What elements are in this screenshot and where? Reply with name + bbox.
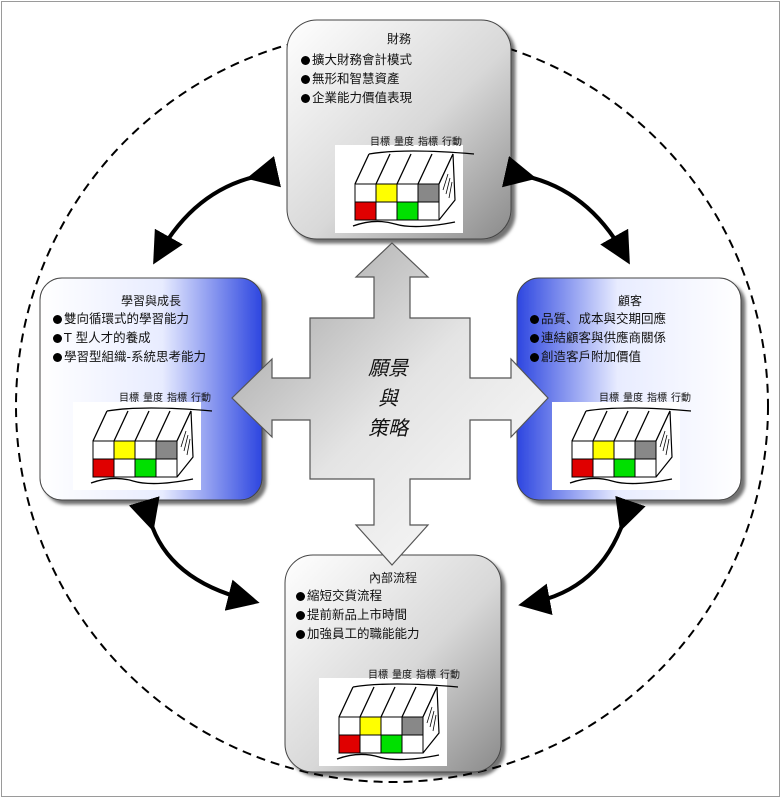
process-bullet-1: 縮短交貨流程 bbox=[296, 586, 420, 605]
finance-card-title: 財務 bbox=[386, 32, 411, 46]
grid-cell bbox=[634, 440, 657, 460]
grid-cell bbox=[338, 716, 361, 736]
bullet-dot-icon bbox=[296, 592, 305, 601]
bullet-dot-icon bbox=[296, 630, 305, 639]
grid-cell bbox=[417, 201, 440, 221]
grid-cell bbox=[375, 201, 398, 221]
customer-bullet-1: 品質、成本與交期回應 bbox=[530, 309, 666, 328]
center-and-line: 與 bbox=[378, 386, 398, 410]
finance-grid-headers: 目標量度指標行動 bbox=[370, 137, 462, 148]
grid-cell bbox=[613, 458, 636, 478]
arrow-finance-customer bbox=[502, 156, 630, 265]
bullet-dot-icon bbox=[530, 334, 539, 343]
grid-cell bbox=[155, 458, 178, 478]
process-bullet-list: 縮短交貨流程 提前新品上市時間 加強員工的職能能力 bbox=[296, 586, 420, 643]
bullet-dot-icon bbox=[530, 315, 539, 324]
bullet-dot-icon bbox=[301, 56, 310, 65]
bullet-dot-icon bbox=[296, 611, 305, 620]
grid-cell bbox=[92, 458, 115, 478]
finance-scorecard-grid bbox=[335, 145, 475, 233]
grid-cell bbox=[92, 440, 115, 460]
grid-cell bbox=[354, 201, 377, 221]
grid-cell bbox=[380, 734, 403, 754]
grid-cell bbox=[359, 716, 382, 736]
bullet-dot-icon bbox=[53, 353, 62, 362]
grid-cell bbox=[396, 183, 419, 203]
arrow-customer-process bbox=[518, 495, 646, 616]
bullet-dot-icon bbox=[301, 94, 310, 103]
grid-cell bbox=[401, 716, 424, 736]
grid-cell bbox=[613, 440, 636, 460]
customer-scorecard-grid bbox=[552, 402, 692, 490]
customer-bullet-list: 品質、成本與交期回應 連結顧客與供應商關係 創造客戶附加價值 bbox=[530, 309, 666, 366]
finance-bullet-list: 擴大財務會計模式 無形和智慧資產 企業能力價值表現 bbox=[301, 50, 412, 107]
grid-cell bbox=[354, 183, 377, 203]
grid-cell bbox=[634, 458, 657, 478]
process-bullet-3: 加強員工的職能能力 bbox=[296, 624, 420, 643]
grid-cell bbox=[113, 458, 136, 478]
arrow-learning-process bbox=[128, 496, 260, 611]
grid-cell bbox=[396, 201, 419, 221]
customer-bullet-3: 創造客戶附加價值 bbox=[530, 347, 666, 366]
grid-cell bbox=[401, 734, 424, 754]
customer-bullet-2: 連結顧客與供應商關係 bbox=[530, 328, 666, 347]
learning-bullet-2: T 型人才的養成 bbox=[53, 328, 206, 347]
grid-cell bbox=[417, 183, 440, 203]
customer-grid-headers: 目標量度指標行動 bbox=[599, 393, 691, 404]
learning-scorecard-grid bbox=[73, 402, 213, 490]
learning-bullet-3: 學習型組織-系統思考能力 bbox=[53, 347, 206, 366]
learning-bullet-1: 雙向循環式的學習能力 bbox=[53, 309, 206, 328]
grid-cell bbox=[134, 440, 157, 460]
bullet-dot-icon bbox=[530, 353, 539, 362]
grid-cell bbox=[338, 734, 361, 754]
center-vision-line: 願景 bbox=[368, 356, 408, 380]
customer-card-title: 顧客 bbox=[617, 294, 642, 308]
bullet-dot-icon bbox=[53, 334, 62, 343]
learning-bullet-list: 雙向循環式的學習能力 T 型人才的養成 學習型組織-系統思考能力 bbox=[53, 309, 206, 366]
grid-cell bbox=[592, 458, 615, 478]
process-card-title: 內部流程 bbox=[368, 571, 417, 585]
grid-cell bbox=[592, 440, 615, 460]
finance-bullet-1: 擴大財務會計模式 bbox=[301, 50, 412, 69]
process-bullet-2: 提前新品上市時間 bbox=[296, 605, 420, 624]
grid-cell bbox=[380, 716, 403, 736]
finance-bullet-2: 無形和智慧資產 bbox=[301, 69, 412, 88]
grid-cell bbox=[571, 458, 594, 478]
process-scorecard-grid bbox=[319, 678, 459, 766]
grid-cell bbox=[113, 440, 136, 460]
grid-cell bbox=[571, 440, 594, 460]
arrow-finance-learning bbox=[153, 156, 281, 265]
grid-cell bbox=[155, 440, 178, 460]
process-grid-headers: 目標量度指標行動 bbox=[368, 670, 460, 681]
center-strategy-line: 策略 bbox=[368, 416, 408, 440]
learning-grid-headers: 目標量度指標行動 bbox=[119, 393, 211, 404]
bullet-dot-icon bbox=[301, 75, 310, 84]
learning-card-title: 學習與成長 bbox=[120, 294, 181, 308]
grid-cell bbox=[134, 458, 157, 478]
grid-cell bbox=[359, 734, 382, 754]
grid-cell bbox=[375, 183, 398, 203]
vision-strategy-cross-arrow bbox=[231, 242, 549, 566]
finance-bullet-3: 企業能力價值表現 bbox=[301, 88, 412, 107]
bullet-dot-icon bbox=[53, 315, 62, 324]
